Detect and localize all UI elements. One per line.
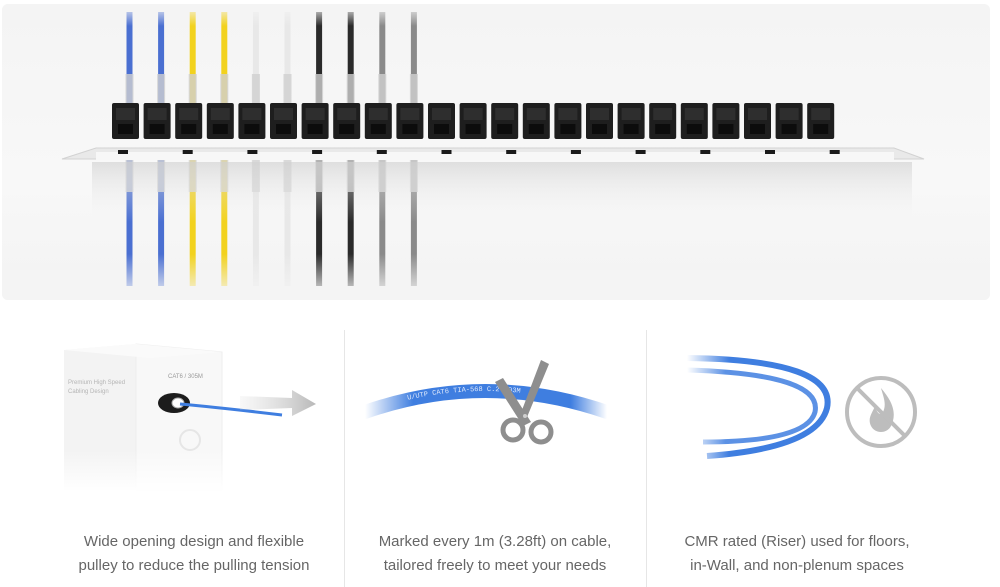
box-fade [64, 450, 224, 492]
cable-box-pull-icon: Premium High Speed Cabling Design CAT6 /… [64, 343, 316, 492]
port-label-mark [441, 150, 452, 154]
caption-line: Wide opening design and flexible [83, 533, 305, 550]
cable-boot [315, 74, 324, 104]
cable-boot [157, 74, 166, 104]
patch-cable-top [252, 12, 259, 106]
cables-top-group [125, 12, 418, 106]
port-label-mark [570, 150, 581, 154]
port-label-mark [635, 150, 646, 154]
column-divider [344, 330, 345, 587]
box-label: CAT6 / 305M [168, 374, 203, 380]
patch-cable-top [347, 12, 354, 106]
keystone-port [175, 103, 203, 139]
feature-meter-marks: U/UTP CAT6 TIA-568 C.2 303M Marked every… [345, 330, 645, 587]
caption-line: Marked every 1m (3.28ft) on cable, [378, 533, 612, 550]
port-label-mark [118, 150, 128, 154]
panel-front-strip [96, 152, 894, 160]
patch-cable-top [189, 12, 196, 106]
cable-boot [251, 74, 260, 104]
keystone-port [333, 103, 361, 139]
keystone-port [586, 103, 613, 139]
cable-boot [188, 74, 197, 104]
patch-cable-top [410, 12, 417, 106]
box-text-line1: Premium High Speed [68, 380, 125, 386]
cmr-cable-2 [686, 367, 818, 445]
cable-boot [346, 74, 355, 104]
keystone-port [775, 103, 803, 139]
cmr-cable-1 [686, 355, 831, 459]
marked-cable [358, 384, 614, 419]
bottom-fade [2, 254, 990, 300]
column-divider [646, 330, 647, 587]
cable-boot [220, 74, 229, 104]
keystone-port [680, 103, 708, 139]
port-label-mark [312, 150, 323, 154]
keystone-port [238, 103, 266, 139]
keystone-port [522, 103, 550, 139]
feature-caption: Wide opening design and flexible pulley … [44, 530, 344, 578]
cable-boot [378, 74, 387, 104]
keystone-port [396, 103, 424, 139]
port-label-mark [247, 150, 258, 154]
feature-caption: CMR rated (Riser) used for floors, in-Wa… [647, 530, 947, 578]
keystone-port [554, 103, 582, 139]
label-marks-group [118, 150, 840, 154]
box-text-line2: Cabling Design [68, 389, 109, 395]
patch-panel-illustration [2, 4, 990, 300]
caption-line: tailored freely to meet your needs [383, 557, 607, 574]
keystone-port [807, 103, 835, 139]
keystone-port [459, 103, 487, 139]
cable-boot [283, 74, 292, 104]
scissors-cable-illustration: U/UTP CAT6 TIA-568 C.2 303M [358, 360, 614, 445]
cable-boot [409, 74, 418, 104]
port-label-mark [765, 150, 775, 154]
keystone-port [270, 103, 297, 139]
keystone-port [649, 103, 677, 139]
keystone-port [712, 103, 740, 139]
patch-cable-top [221, 12, 228, 106]
feature-cmr-rated: CMR rated (Riser) used for floors, in-Wa… [647, 330, 947, 587]
pull-arrow-icon [240, 390, 316, 416]
port-label-mark [182, 150, 193, 154]
keystone-port [617, 103, 645, 139]
scissors-icon [495, 360, 554, 445]
port-label-mark [700, 150, 711, 154]
keystone-port [143, 103, 171, 139]
port-label-mark [506, 150, 517, 154]
patch-cable-top [126, 12, 133, 106]
caption-line: pulley to reduce the pulling tension [78, 557, 310, 574]
keystone-port [301, 103, 329, 139]
keystone-port [364, 103, 392, 139]
patch-cable-top [316, 12, 323, 106]
ports-group [112, 103, 835, 139]
patch-cable-top [284, 12, 291, 106]
patch-panel-hero-image [2, 4, 990, 300]
patch-cable-top [379, 12, 386, 106]
top-fade [2, 4, 990, 26]
box-top [64, 344, 222, 358]
port-label-mark [829, 150, 840, 154]
shelf-shadow [92, 162, 912, 222]
cmr-cable-illustration [686, 355, 917, 459]
keystone-port [744, 103, 771, 139]
keystone-port [491, 103, 519, 139]
caption-line: in-Wall, and non-plenum spaces [690, 557, 904, 574]
keystone-port [428, 103, 455, 139]
pulled-cable [179, 402, 283, 417]
feature-caption: Marked every 1m (3.28ft) on cable, tailo… [345, 530, 645, 578]
patch-cable-top [158, 12, 165, 106]
caption-line: CMR rated (Riser) used for floors, [684, 533, 910, 550]
cable-boot [125, 74, 134, 104]
feature-pull-box: Premium High Speed Cabling Design CAT6 /… [44, 330, 344, 587]
port-label-mark [376, 150, 387, 154]
keystone-port [112, 103, 139, 139]
no-fire-icon [845, 376, 917, 448]
keystone-port [206, 103, 234, 139]
